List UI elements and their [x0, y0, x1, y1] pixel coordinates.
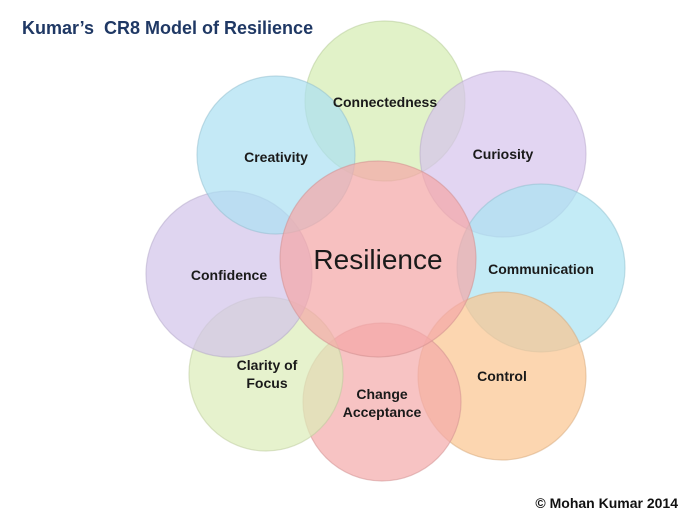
label-curiosity: Curiosity — [473, 146, 534, 162]
label-connectedness: Connectedness — [333, 94, 437, 110]
copyright-notice: © Mohan Kumar 2014 — [535, 495, 678, 511]
diagram-title: Kumar’s CR8 Model of Resilience — [22, 18, 314, 38]
circle-resilience — [279, 160, 477, 358]
label-control: Control — [477, 368, 527, 384]
label-creativity: Creativity — [244, 149, 308, 165]
label-resilience: Resilience — [313, 244, 442, 275]
label-confidence: Confidence — [191, 267, 267, 283]
label-communication: Communication — [488, 261, 594, 277]
